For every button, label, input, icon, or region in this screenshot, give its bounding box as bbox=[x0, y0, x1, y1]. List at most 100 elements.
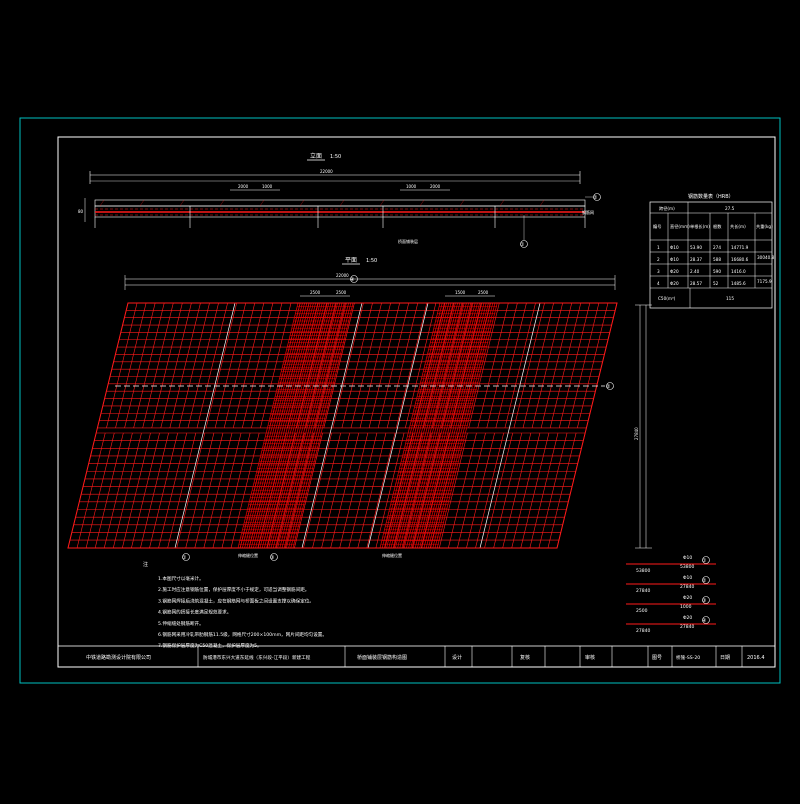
table-cell: 14771.9 bbox=[731, 245, 749, 250]
mesh-longitudinal-bar bbox=[438, 432, 468, 549]
elev-marker-1: ① bbox=[520, 242, 525, 248]
mesh-longitudinal-bar bbox=[203, 432, 233, 549]
note-item: 5.伸缩缝处钢筋断开。 bbox=[158, 620, 204, 627]
mesh-longitudinal-bar bbox=[85, 432, 115, 549]
mesh-longitudinal-bar bbox=[411, 432, 441, 549]
table-cell: 2.40 bbox=[690, 269, 700, 274]
mesh-longitudinal-bar bbox=[176, 432, 206, 549]
company-name: 中铁道路勘测设计院有限公司 bbox=[86, 654, 151, 661]
table-cell: 28.57 bbox=[690, 281, 702, 286]
mesh-longitudinal-bar bbox=[149, 432, 178, 549]
mesh-longitudinal-bar bbox=[457, 432, 486, 549]
table-cell: 1 bbox=[657, 245, 660, 250]
elevation-scale: 1:50 bbox=[330, 154, 341, 160]
mesh-longitudinal-bar bbox=[133, 302, 165, 429]
mesh-longitudinal-bar bbox=[196, 302, 228, 429]
mesh-longitudinal-bar bbox=[529, 432, 559, 549]
rebar-detail-dia: Φ10 bbox=[683, 575, 692, 581]
plan-marker-1: ① bbox=[182, 555, 187, 561]
rebar-detail-dia: Φ10 bbox=[683, 555, 692, 561]
mesh-longitudinal-bar bbox=[112, 432, 142, 549]
plan-dim-d: 2500 bbox=[478, 290, 489, 295]
mesh-dense-bar bbox=[379, 302, 441, 549]
table-footer-label: C50(m³) bbox=[658, 296, 676, 301]
plan-total-dim: 22000 bbox=[336, 273, 349, 278]
elev-dim-a: 2000 bbox=[238, 184, 249, 189]
rebar-detail-marker-circle bbox=[702, 596, 710, 604]
rebar-mesh bbox=[67, 302, 618, 549]
mesh-longitudinal-bar bbox=[377, 302, 410, 429]
design-label: 设计 bbox=[452, 654, 462, 661]
rebar-detail-length: 1000 bbox=[680, 604, 692, 610]
mesh-longitudinal-bar bbox=[402, 432, 432, 549]
mesh-longitudinal-bar bbox=[466, 432, 495, 549]
mesh-longitudinal-bar bbox=[294, 432, 323, 549]
mesh-longitudinal-bar bbox=[538, 432, 568, 549]
rebar-detail-marker: ② bbox=[702, 578, 707, 584]
mesh-longitudinal-bar bbox=[504, 302, 536, 429]
mesh-longitudinal-bar bbox=[178, 302, 210, 429]
plan-label-joint-1: 伸缩缝位置 bbox=[238, 552, 258, 558]
plan-label-joint-2: 伸缩缝位置 bbox=[382, 552, 402, 558]
svg-text:80: 80 bbox=[78, 209, 84, 214]
rebar-detail-left: 53800 bbox=[636, 568, 650, 574]
table-cell: 52 bbox=[713, 281, 719, 286]
mesh-longitudinal-bar bbox=[558, 302, 591, 429]
table-cell: 3 bbox=[657, 269, 660, 274]
mesh-longitudinal-bar bbox=[124, 302, 156, 429]
plan-title: 平面 bbox=[345, 257, 357, 264]
approve-label: 审核 bbox=[585, 654, 595, 661]
mesh-longitudinal-bar bbox=[266, 432, 296, 549]
rebar-detail-length: 53800 bbox=[680, 564, 694, 570]
rebar-detail-marker: ① bbox=[702, 558, 707, 564]
mesh-longitudinal-bar bbox=[251, 302, 283, 429]
drawing-name: 桥面铺装层钢筋构造图 bbox=[357, 654, 407, 661]
col-total-len: 共长(m) bbox=[730, 223, 746, 230]
note-item: 1.本图尺寸以毫米计。 bbox=[158, 575, 204, 582]
table-cell: 28.37 bbox=[690, 257, 702, 262]
elev-dim-d: 2000 bbox=[430, 184, 441, 189]
col-weight: 共重(kg) bbox=[756, 223, 773, 230]
note-item: 2.施工时应注意钢筋位置，保护层厚度不小于规定，可适当调整钢筋间距。 bbox=[158, 586, 309, 593]
sheet-number: 桥施-SS-20 bbox=[676, 654, 700, 661]
mesh-longitudinal-bar bbox=[232, 302, 265, 429]
table-cell: 274 bbox=[713, 245, 721, 250]
table-cell: Φ20 bbox=[670, 281, 679, 286]
mesh-longitudinal-bar bbox=[386, 302, 419, 429]
table-cell: 16680.6 bbox=[731, 257, 749, 262]
mesh-longitudinal-bar bbox=[257, 432, 287, 549]
table-cell: 1485.6 bbox=[731, 281, 746, 286]
mesh-longitudinal-bar bbox=[468, 302, 500, 429]
plan-marker-4: ④ bbox=[350, 277, 355, 283]
mesh-longitudinal-bar bbox=[221, 432, 251, 549]
rebar-details: 53800Φ1053800①27840Φ1027840②2500Φ201000③… bbox=[626, 555, 716, 634]
mesh-longitudinal-bar bbox=[140, 432, 169, 549]
table-cell: 590 bbox=[713, 269, 721, 274]
note-item: 6.钢筋网采用冷轧带肋钢筋11.5级，网格尺寸200×100mm，网片间距均匀设… bbox=[158, 631, 327, 638]
expansion-joint-line bbox=[174, 302, 236, 549]
mesh-longitudinal-bar bbox=[384, 432, 414, 549]
elevation-view: 立面 1:50 22000 2000 1000 1000 2000 bbox=[78, 152, 601, 248]
mesh-outline bbox=[67, 302, 618, 549]
col-dia: 直径(mm) bbox=[670, 223, 690, 229]
mesh-longitudinal-bar bbox=[420, 432, 450, 549]
rebar-detail-marker-circle bbox=[702, 616, 710, 624]
mesh-longitudinal-bar bbox=[404, 302, 437, 429]
mesh-longitudinal-bar bbox=[260, 302, 292, 429]
table-cell: Φ10 bbox=[670, 257, 679, 262]
mesh-longitudinal-bar bbox=[348, 432, 378, 549]
project-name: 防城港市东兴大道东延线（东兴段-江平段）新建工程 bbox=[203, 654, 311, 661]
table-span-value: 27.5 bbox=[725, 206, 735, 211]
table-cell: 53.90 bbox=[690, 245, 702, 250]
mesh-longitudinal-bar bbox=[567, 302, 600, 429]
mesh-longitudinal-bar bbox=[531, 302, 563, 429]
col-len: 单根长(m) bbox=[690, 223, 710, 230]
mesh-longitudinal-bar bbox=[230, 432, 260, 549]
mesh-longitudinal-bar bbox=[368, 302, 400, 429]
elev-dim-c: 1000 bbox=[406, 184, 417, 189]
mesh-longitudinal-bar bbox=[522, 302, 554, 429]
elev-dim-b: 1000 bbox=[262, 184, 273, 189]
mesh-longitudinal-bar bbox=[106, 302, 138, 429]
